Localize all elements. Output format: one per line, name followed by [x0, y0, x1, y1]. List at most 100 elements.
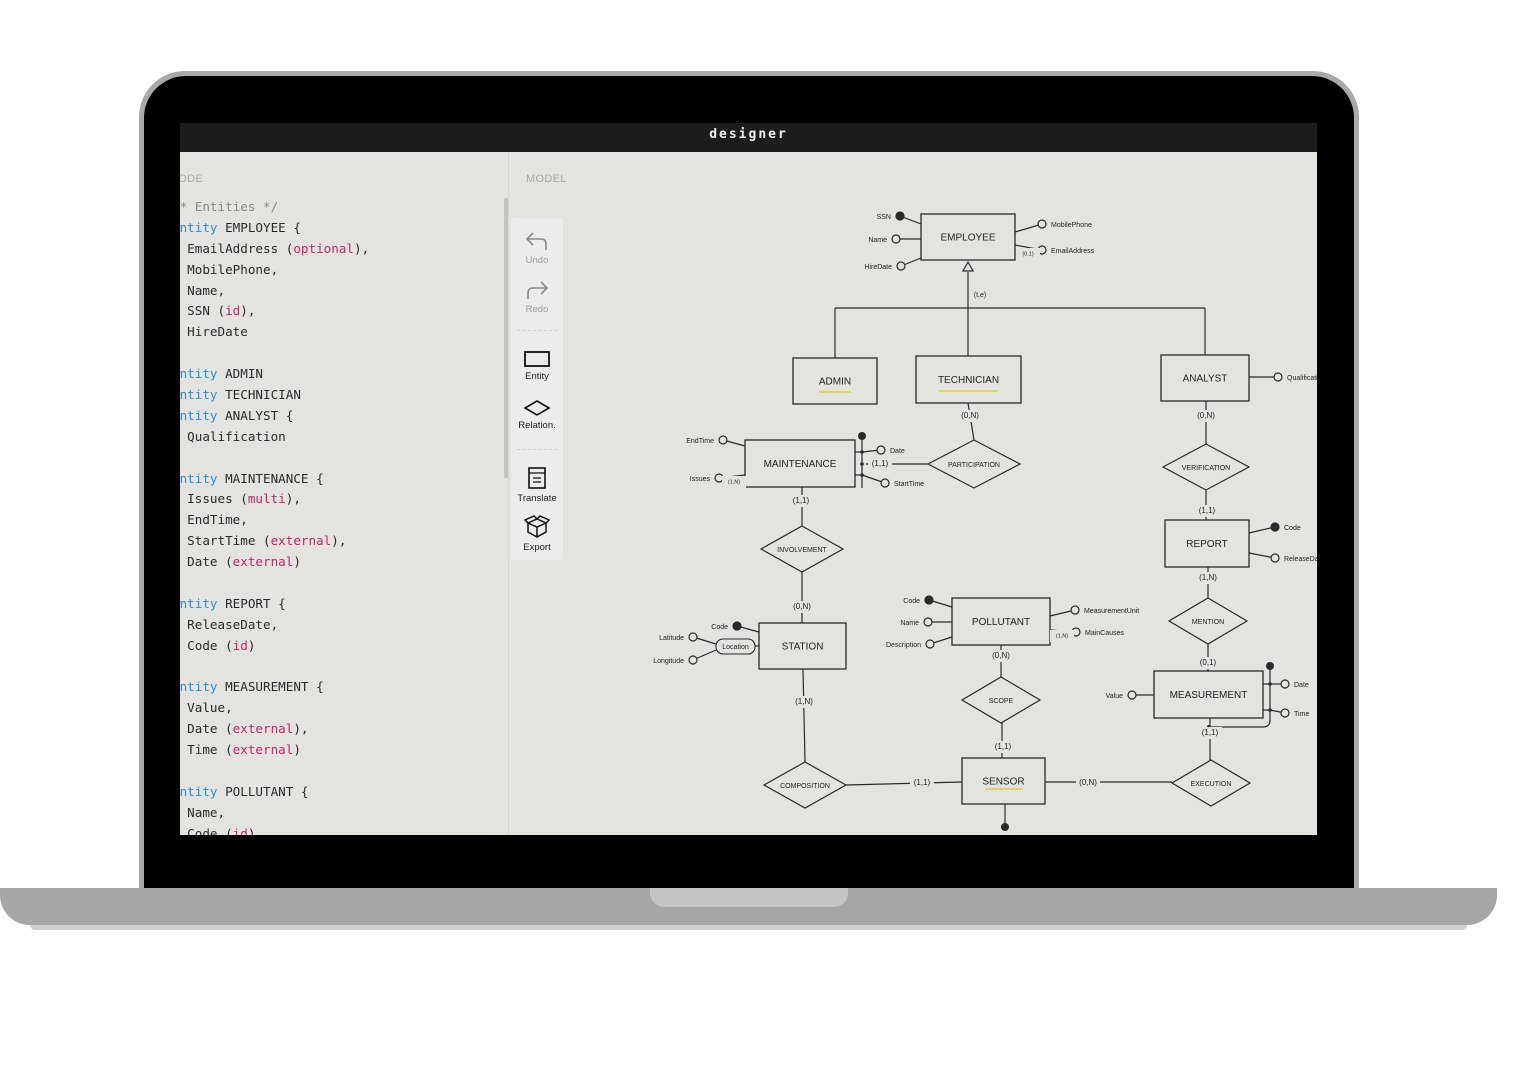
- code-text: ReleaseDate,: [180, 616, 279, 632]
- attribute-circle[interactable]: [891, 234, 901, 244]
- attribute-circle[interactable]: [1127, 690, 1137, 700]
- relationship-diamond[interactable]: [960, 676, 1042, 724]
- attribute-circle[interactable]: [876, 445, 886, 455]
- code-line: Code (id): [180, 636, 369, 657]
- attribute-circle[interactable]: [1280, 708, 1290, 718]
- relation-tool-button[interactable]: Relation.: [511, 399, 563, 431]
- entity-box[interactable]: [1160, 354, 1250, 402]
- identifier-attribute-dot[interactable]: [1270, 522, 1280, 532]
- code-text: ): [247, 637, 256, 653]
- cardinality-label: (0,N): [992, 651, 1010, 660]
- cardinality-label: (1,1): [995, 742, 1012, 751]
- code-text: ADMIN: [217, 366, 263, 382]
- code-text: Name,: [187, 282, 226, 298]
- attribute-circle[interactable]: [923, 617, 933, 627]
- code-line: MobilePhone,: [180, 260, 369, 281]
- identifier-attribute-dot[interactable]: [924, 595, 934, 605]
- code-line: Date (external),: [180, 719, 369, 740]
- code-line: Entity MAINTENANCE {: [180, 469, 369, 490]
- entity-tool-button[interactable]: Entity: [511, 350, 563, 382]
- redo-button[interactable]: Redo: [511, 279, 563, 315]
- cardinality-bg: [789, 495, 813, 507]
- cardinality-bg: [1016, 248, 1040, 260]
- attribute-name: Issues: [690, 476, 711, 483]
- entity-box[interactable]: [758, 622, 847, 670]
- relationship-diamond[interactable]: [1170, 759, 1252, 807]
- code-text: ),: [354, 240, 370, 256]
- entity-box[interactable]: [1153, 670, 1264, 719]
- code-line: SSN (id),: [180, 301, 369, 322]
- identifier-junction: [1268, 708, 1272, 712]
- identifier-line: [1209, 719, 1271, 728]
- attribute-circle[interactable]: [925, 639, 935, 649]
- entity-box[interactable]: [920, 213, 1016, 261]
- translate-button[interactable]: Translate: [511, 466, 563, 504]
- attribute-circle[interactable]: [688, 655, 698, 665]
- code-modifier: external: [232, 721, 294, 737]
- attribute-circle[interactable]: [1070, 605, 1080, 615]
- cardinality-label: (0,N): [961, 411, 979, 420]
- cardinality-bg: [958, 410, 982, 422]
- cardinality-bg: [991, 741, 1015, 753]
- attribute-circle[interactable]: [1037, 219, 1047, 229]
- identifier-junction: [1268, 682, 1272, 686]
- attribute-circle[interactable]: [1270, 553, 1280, 563]
- code-text: TECHNICIAN: [217, 387, 301, 403]
- attribute-name: Latitude: [659, 635, 684, 642]
- attribute-circle[interactable]: [688, 632, 698, 642]
- cardinality-bg: [1194, 410, 1218, 422]
- code-line: [180, 761, 369, 782]
- cardinality-bg: [1198, 727, 1222, 739]
- code-text: ),: [331, 533, 347, 549]
- code-text: HireDate: [187, 324, 248, 340]
- code-line: ReleaseDate,: [180, 615, 369, 636]
- code-text: MEASUREMENT {: [217, 679, 324, 695]
- code-line: Entity ADMIN: [180, 364, 369, 385]
- code-line: EndTime,: [180, 510, 369, 531]
- relationship-diamond[interactable]: [759, 525, 845, 573]
- identifier-attribute-dot[interactable]: [732, 621, 742, 631]
- attribute-circle[interactable]: [714, 473, 724, 483]
- entity-box[interactable]: [792, 357, 878, 405]
- code-editor[interactable]: /* Entities */Entity EMPLOYEE { EmailAdd…: [180, 197, 369, 835]
- code-text: StartTime (: [180, 533, 271, 549]
- code-modifier: optional: [293, 240, 354, 256]
- cardinality-label: (1,1): [914, 778, 931, 787]
- code-text: EndTime,: [187, 512, 248, 528]
- attribute-name: ReleaseDate: [1284, 556, 1317, 563]
- attribute-circle[interactable]: [718, 435, 728, 445]
- code-line: Name,: [180, 281, 369, 302]
- attribute-circle[interactable]: [896, 261, 906, 271]
- relationship-diamond[interactable]: [926, 439, 1022, 489]
- attribute-circle[interactable]: [1280, 679, 1290, 689]
- identifier-attribute-dot[interactable]: [895, 211, 905, 221]
- attribute-circle[interactable]: [880, 478, 890, 488]
- code-line: EmailAddress (optional),: [180, 239, 369, 260]
- relationship-diamond[interactable]: [1161, 443, 1251, 491]
- redo-icon: [527, 281, 549, 299]
- entity-box[interactable]: [744, 439, 856, 488]
- relationship-diamond[interactable]: [762, 761, 848, 809]
- code-text: SSN (: [187, 303, 226, 319]
- cardinality-bg: [989, 650, 1013, 662]
- cardinality-label: (0,1): [1200, 658, 1217, 667]
- entity-box[interactable]: [1164, 519, 1250, 568]
- code-line: Issues (multi),: [180, 489, 369, 510]
- cardinality-label: (1,N): [1056, 633, 1068, 639]
- entity-name: POLLUTANT: [972, 617, 1030, 628]
- entity-box[interactable]: [915, 355, 1022, 404]
- undo-button[interactable]: Undo: [511, 230, 563, 266]
- code-line: Qualification: [180, 427, 369, 448]
- entity-box[interactable]: [951, 597, 1051, 646]
- composite-attribute-box[interactable]: [715, 638, 756, 655]
- app-title: designer: [180, 123, 1317, 152]
- attribute-circle[interactable]: [1273, 372, 1283, 382]
- code-keyword: Entity: [180, 219, 218, 235]
- entity-box[interactable]: [961, 757, 1046, 805]
- code-scrollbar[interactable]: [504, 198, 508, 478]
- relationship-diamond[interactable]: [1167, 597, 1249, 645]
- identifier-junction: [860, 450, 864, 454]
- relationship-name: VERIFICATION: [1182, 465, 1230, 472]
- export-button[interactable]: Export: [511, 515, 563, 553]
